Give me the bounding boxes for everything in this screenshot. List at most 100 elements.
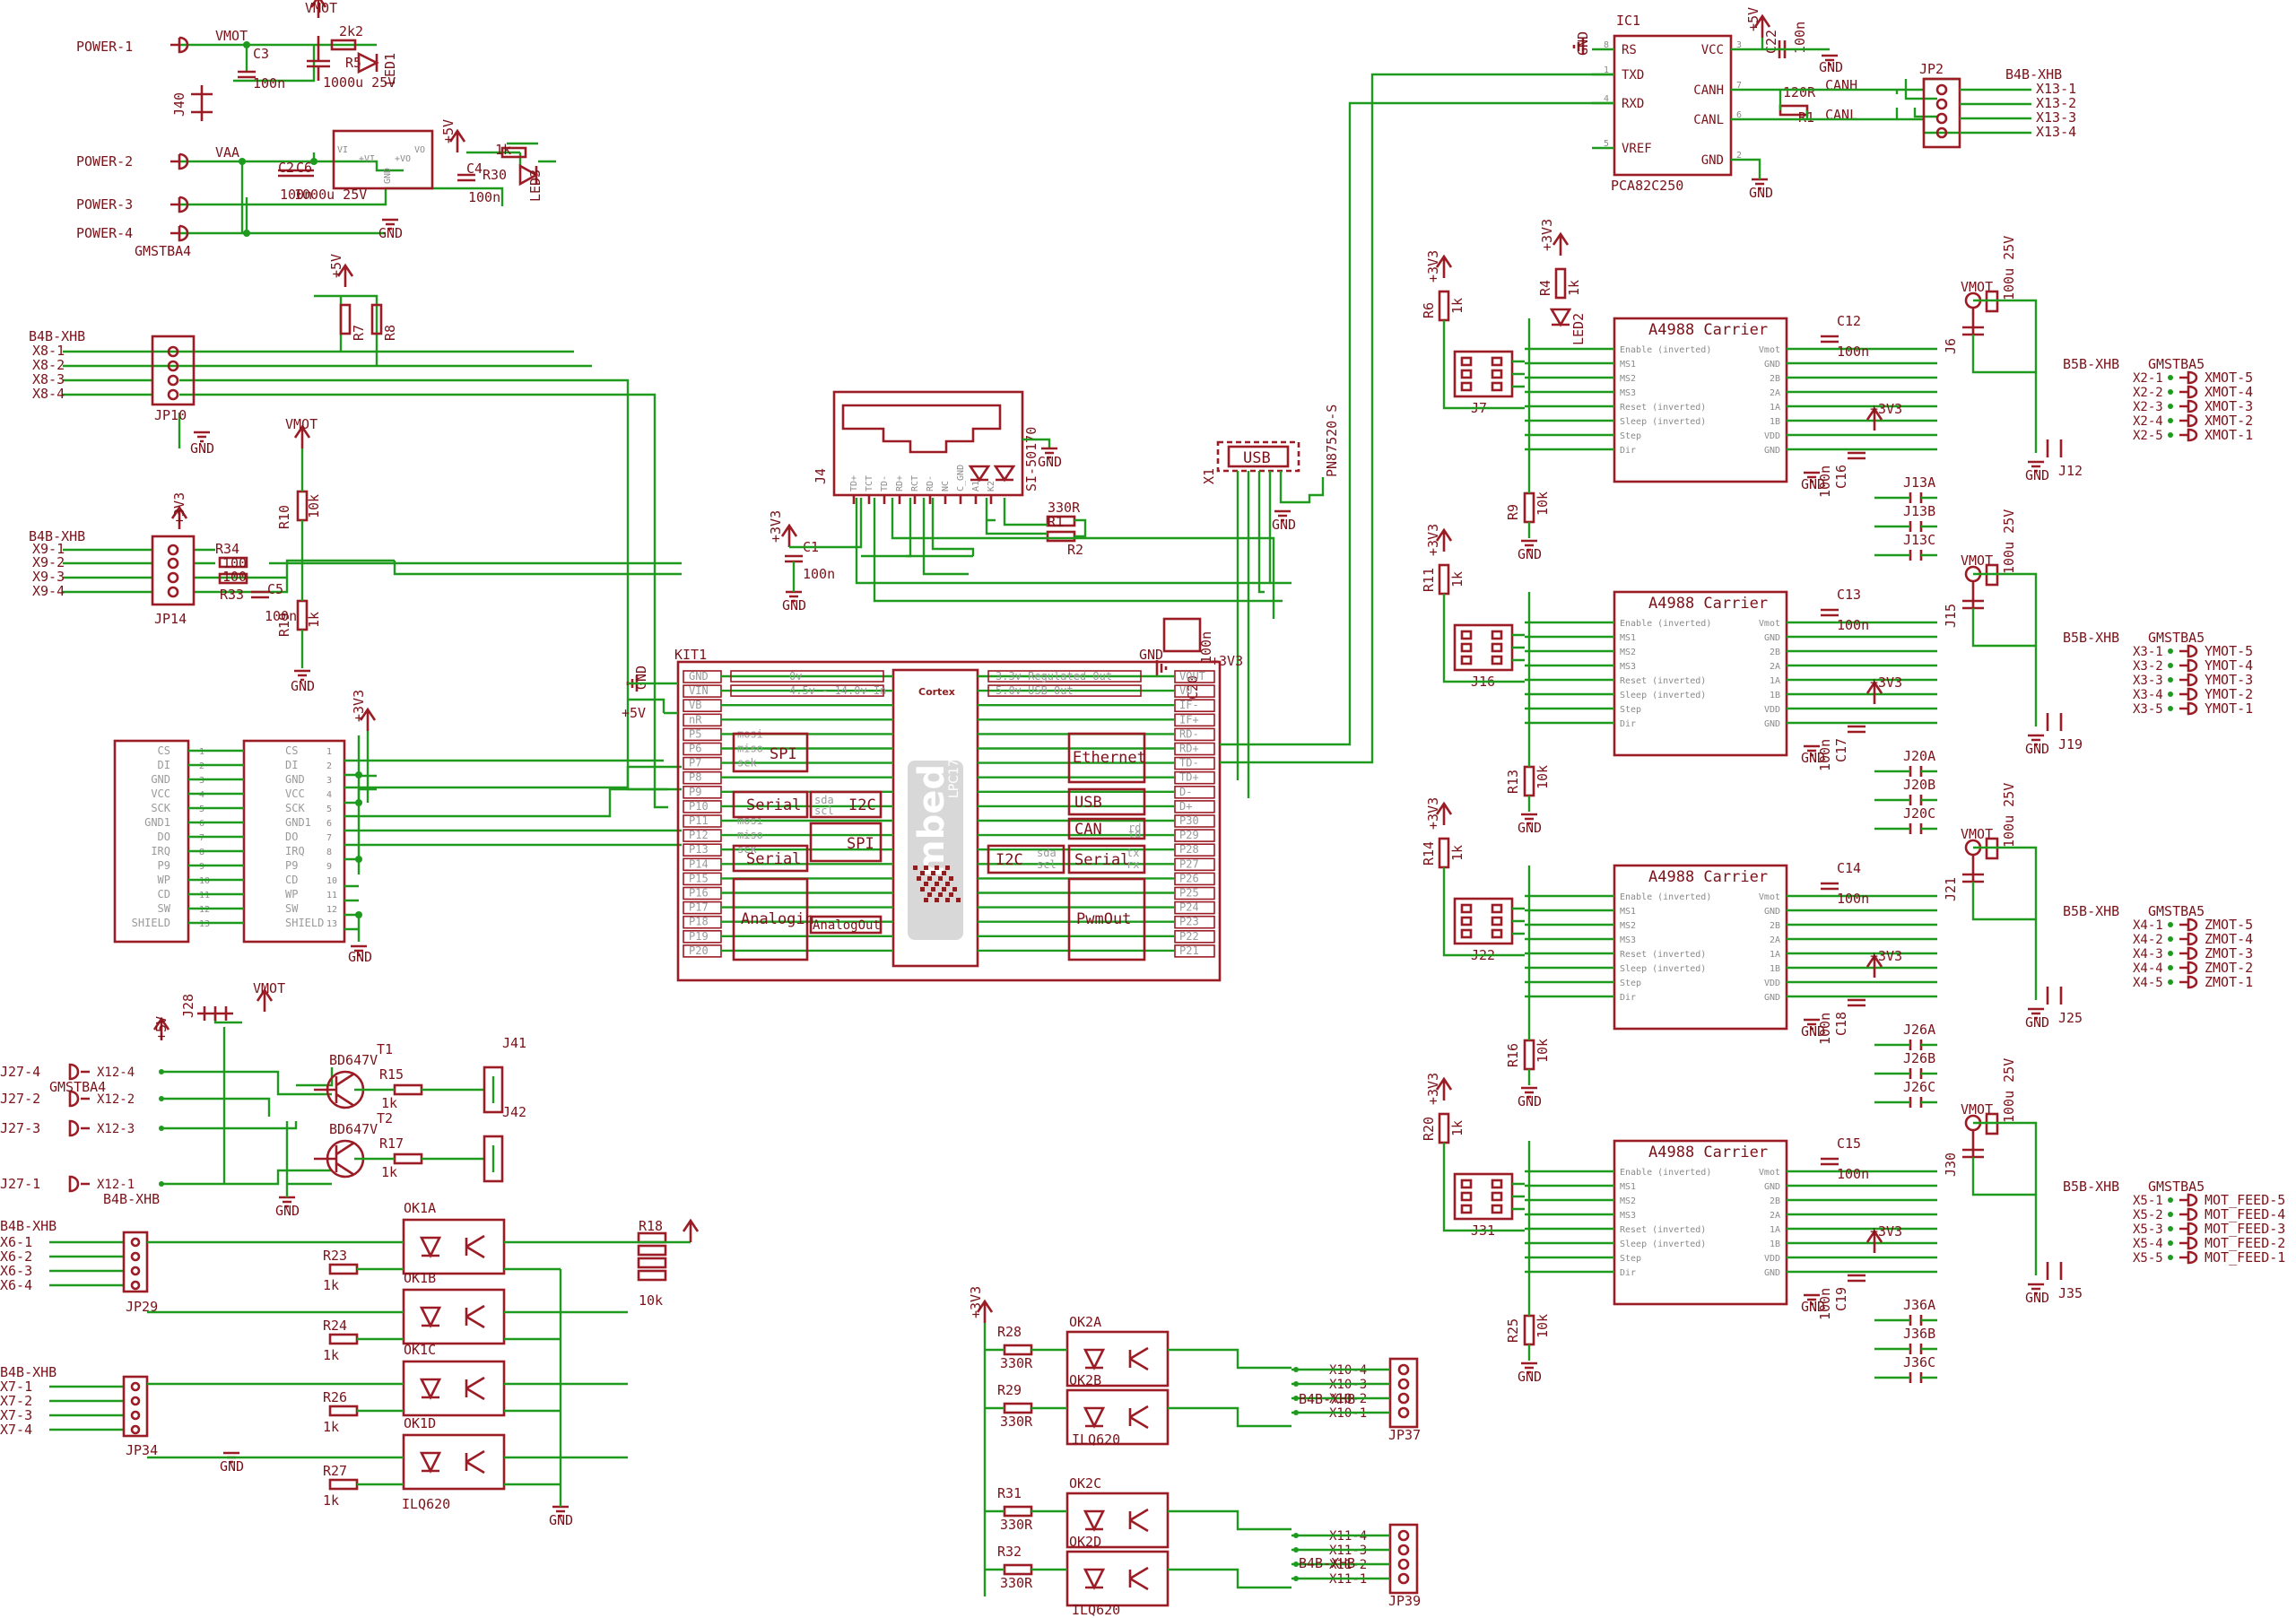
svg-text:GND: GND [1038, 454, 1062, 470]
sd-socket-pin-num-6: 6 [326, 819, 332, 829]
optoin-r-0: R23 [323, 1248, 347, 1264]
sd-socket-pin-sw: SW [285, 902, 299, 915]
c2-value: 100n [280, 187, 312, 203]
sd-card-pin-num-4: 4 [199, 790, 204, 800]
ic1-part: PCA82C250 [1611, 178, 1683, 194]
power-section: POWER-1 POWER-2 POWER-3 POWER-4 GMSTBA4 … [76, 0, 556, 259]
optoin-r-val-1: 1k [323, 1347, 339, 1363]
x8-4: X8-4 [32, 386, 65, 402]
driver-2-pin-l5: Sleep (inverted) [1620, 691, 1706, 700]
mbed-left-note-1: 4.5v - 14.0v In [789, 684, 886, 697]
optoin-r-1: R24 [323, 1318, 347, 1334]
x13-2: X13-2 [2036, 95, 2076, 111]
driver-1-cbulk-val: 100n [1837, 344, 1869, 360]
mbed-sub-tx: tx [1126, 847, 1139, 859]
driver-4-out-1: MOT_FEED-4 [2205, 1206, 2285, 1222]
svg-text:GND: GND [1575, 31, 1591, 56]
j4-part: SI-50170 [1023, 427, 1039, 491]
mbed-pin-p6: P6 [689, 743, 701, 755]
driver-3-ms-1: J26B [1903, 1050, 1935, 1066]
mbed-block-serial1: Serial [746, 796, 801, 814]
driver-1-out-3: XMOT-2 [2205, 413, 2253, 429]
optoout-part-1: ILQ620 [1072, 1431, 1120, 1448]
driver-1-pin-l4: Reset (inverted) [1620, 403, 1706, 413]
driver-3-rdown-val: 10k [1535, 1039, 1551, 1063]
c7-value: 1000u 25V [323, 74, 396, 91]
x13-4: X13-4 [2036, 124, 2076, 140]
driver-3-cdec: C18 [1833, 1012, 1849, 1036]
driver-1-pin-l7: Dir [1620, 446, 1636, 456]
driver-2-rdown: R13 [1505, 770, 1521, 794]
mbed-pin-rdm: RD- [1179, 727, 1199, 740]
mbed-pin-tdm: TD- [1179, 757, 1199, 770]
ic1-pin-gnd: GND [1701, 153, 1724, 168]
jp29-part: B4B-XHB [0, 1218, 57, 1234]
driver-1-pin-r3: 2A [1770, 388, 1780, 398]
driver-3-net-2: X4-3 [2133, 947, 2163, 961]
c20-value: 100n [1198, 631, 1214, 664]
optoin-opto-0: OK1A [404, 1200, 436, 1216]
optoout-r-val-3: 330R [1000, 1575, 1033, 1591]
reg-pin-vi: VI [337, 145, 348, 155]
reg-pin-vo: VO [414, 145, 425, 155]
j42-label: J42 [502, 1104, 526, 1120]
jp39-connector [1388, 1523, 1419, 1595]
sd-socket-pin-wp: WP [285, 888, 298, 900]
driver-4-vmot: VMOT [1961, 1101, 1993, 1118]
mbed-pin-vu: VU [1179, 684, 1192, 697]
c6-value: 1000u 25V [294, 187, 367, 203]
mbed-cortex: Cortex [918, 686, 955, 698]
mbed-block-spi1: SPI [770, 745, 797, 763]
driver-1-rdown-val: 10k [1535, 491, 1551, 516]
driver-2-net-4: X3-5 [2133, 702, 2163, 717]
driver-4-pin-r0: Vmot [1759, 1168, 1780, 1178]
vmot-r10-label: VMOT [285, 416, 317, 432]
x12-net-1: X12-2 [97, 1092, 135, 1107]
led1-symbol [357, 51, 379, 74]
x12-net-0: X12-4 [97, 1066, 135, 1080]
driver-2-pin-l1: MS1 [1620, 633, 1636, 643]
mbed-block-i2c1: I2C [848, 796, 876, 814]
driver-1-cdec: C16 [1833, 465, 1849, 489]
driver-2-pin-l7: Dir [1620, 719, 1636, 729]
j4-pin-5: RD- [926, 475, 935, 491]
svg-text:GND: GND [549, 1512, 573, 1528]
optoin-opto-3: OK1D [404, 1415, 436, 1431]
driver-4-rpull: R20 [1421, 1117, 1437, 1141]
r18-value: 10k [639, 1292, 663, 1309]
jp29-pin-2: X6-3 [0, 1263, 32, 1279]
led3-label: LED3 [527, 170, 544, 202]
driver-3-gnd-a: GND [1801, 1023, 1825, 1040]
jp39-label: JP39 [1388, 1593, 1421, 1609]
driver-2-rdown-val: 10k [1535, 765, 1551, 789]
usb-x1-ref: X1 [1201, 468, 1217, 484]
mbed-block-analogout: AnalogOut [813, 918, 881, 933]
r10-label: R10 [276, 505, 292, 529]
r10-value: 10k [306, 494, 322, 518]
optoout-r-val-0: 330R [1000, 1355, 1033, 1371]
c2-label: C2 [278, 160, 294, 176]
driver-1-pin-l3: MS3 [1620, 388, 1636, 398]
driver-2-out-part: B5B-XHB [2063, 630, 2119, 646]
mbed-pin-p25: P25 [1179, 887, 1199, 900]
mbed-pin-p17: P17 [689, 901, 709, 914]
driver-4-pin-r1: GND [1764, 1182, 1780, 1192]
reg-pin-plus-vi: +VI [359, 154, 375, 164]
driver-2-out-1: YMOT-4 [2205, 657, 2253, 674]
driver-4-pin-r7: GND [1764, 1268, 1780, 1278]
driver-1-net-3: X2-4 [2133, 414, 2163, 429]
opto-output-section: +3V3 R28330ROK2AR29330ROK2BR31330ROK2CR3… [968, 1286, 1421, 1618]
jp14-label: JP14 [154, 611, 187, 627]
optoin-r-val-3: 1k [323, 1492, 339, 1509]
sd-socket-pin-gnd: GND [285, 773, 305, 786]
driver-4-jcap-val: 100u 25V [2001, 1058, 2017, 1123]
optoout-opto-2: OK2C [1069, 1475, 1101, 1492]
jp2-connector [1922, 77, 1961, 149]
sd-card-pin-num-8: 8 [199, 848, 204, 857]
j4-r-label-1: R1 [1048, 514, 1064, 530]
jp2-label: JP2 [1919, 61, 1944, 77]
